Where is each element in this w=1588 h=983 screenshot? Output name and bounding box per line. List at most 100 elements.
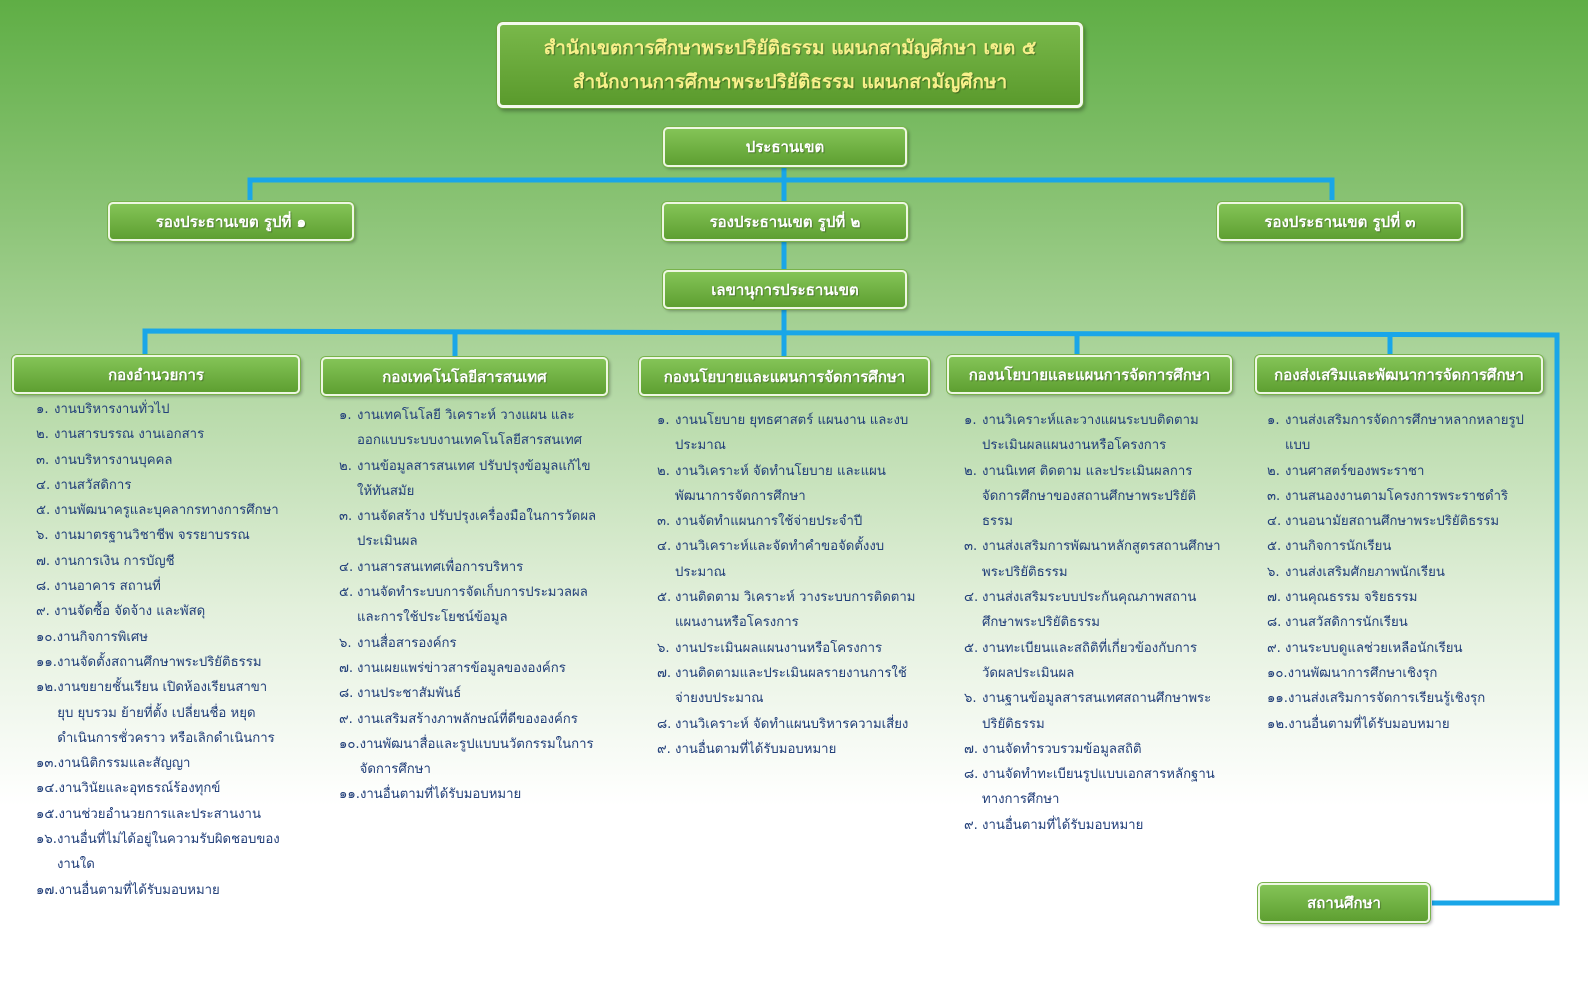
chair-box: ประธานเขต (663, 127, 907, 167)
item-text: งานจัดทำระบบการจัดเก็บการประมวลผลและการใ… (357, 585, 588, 626)
list-item: ๖.งานฐานข้อมูลสารสนเทศสถานศึกษาพระปริยัต… (964, 686, 1226, 737)
item-text: งานจัดตั้งสถานศึกษาพระปริยัติธรรม (56, 654, 262, 670)
item-text: งานอื่นที่ไม่ได้อยู่ในความรับผิดชอบของงา… (56, 832, 280, 873)
list-item: ๖.งานประเมินผลแผนงานหรือโครงการ (657, 636, 927, 661)
item-number: ๓. (657, 514, 671, 530)
list-item: ๘.งานอาคาร สถานที่ (36, 574, 286, 599)
item-number: ๑๑. (1267, 691, 1288, 707)
division-box-administration: กองอำนวยการ (12, 355, 300, 394)
division-list-promotion-development: ๑.งานส่งเสริมการจัดการศึกษาหลากหลายรูปแบ… (1267, 408, 1532, 737)
division-list-information-technology: ๑.งานเทคโนโลยี วิเคราะห์ วางแผน และออกแบ… (339, 403, 601, 808)
item-number: ๑๔. (36, 781, 59, 797)
connector-vice-bar (247, 177, 1335, 200)
list-item: ๓.งานจัดสร้าง ปรับปรุงเครื่องมือในการวัด… (339, 504, 601, 555)
vice-chair-2-box: รองประธานเขต รูปที่ ๒ (662, 202, 908, 241)
item-number: ๑๑. (339, 787, 360, 803)
list-item: ๑๕.งานช่วยอำนวยการและประสานงาน (36, 802, 286, 827)
item-text: งานสารสนเทศเพื่อการบริหาร (357, 559, 524, 575)
item-text: งานบริหารงานบุคคล (54, 452, 173, 468)
list-item: ๔.งานวิเคราะห์และจัดทำคำขอจัดตั้งงบประมา… (657, 534, 927, 585)
item-number: ๒. (1267, 463, 1280, 479)
item-number: ๑๒. (36, 680, 58, 696)
list-item: ๔.งานส่งเสริมระบบประกันคุณภาพสถานศึกษาพร… (964, 585, 1226, 636)
organization-title-line2: สำนักงานการศึกษาพระปริยัติธรรม แผนกสามัญ… (572, 71, 1008, 93)
item-number: ๔. (657, 539, 672, 555)
item-number: ๗. (964, 741, 979, 757)
item-number: ๒. (964, 463, 977, 479)
list-item: ๑๑.งานจัดตั้งสถานศึกษาพระปริยัติธรรม (36, 650, 286, 675)
list-item: ๒.งานสารบรรณ งานเอกสาร (36, 422, 286, 447)
list-item: ๑. งานบริหารงานทั่วไป (36, 397, 286, 422)
vice-chair-3-box: รองประธานเขต รูปที่ ๓ (1217, 202, 1463, 241)
item-text: งานวิเคราะห์และวางแผนระบบติดตามประเมินผล… (982, 413, 1199, 454)
item-text: งานจัดทำแผนการใช้จ่ายประจำปี (675, 514, 863, 530)
item-number: ๔. (964, 590, 979, 606)
list-item: ๑๐.งานกิจการพิเศษ (36, 625, 286, 650)
list-item: ๖.งานส่งเสริมศักยภาพนักเรียน (1267, 560, 1532, 585)
item-number: ๙. (964, 817, 978, 833)
item-text: งานอื่นตามที่ได้รับมอบหมาย (58, 882, 220, 898)
item-text: งานวิเคราะห์และจัดทำคำขอจัดตั้งงบประมาณ (675, 539, 885, 580)
item-number: ๘. (657, 716, 672, 732)
item-number: ๑๕. (36, 806, 59, 822)
item-text: งานอื่นตามที่ได้รับมอบหมาย (359, 787, 522, 803)
item-text: งานส่งเสริมการจัดการเรียนรู้เชิงรุก (1287, 691, 1486, 707)
item-number: ๑. (657, 413, 670, 428)
list-item: ๑๒.งานขยายชั้นเรียน เปิดห้องเรียนสาขา ยุ… (36, 675, 286, 751)
item-number: ๗. (339, 660, 354, 676)
item-text: งานติดตามและประเมินผลรายงานการใช้จ่ายงบป… (675, 665, 907, 707)
item-number: ๑๑. (36, 654, 57, 670)
list-item: ๕.งานจัดทำระบบการจัดเก็บการประมวลผลและกา… (339, 580, 601, 631)
item-number: ๓. (964, 539, 978, 555)
item-text: งานข้อมูลสารสนเทศ ปรับปรุงข้อมูลแก้ไขให้… (357, 458, 591, 499)
item-number: ๖. (964, 691, 977, 707)
item-number: ๕. (964, 640, 979, 656)
list-item: ๑๐.งานพัฒนาสื่อและรูปแบบนวัตกรรมในการจัด… (339, 732, 601, 783)
item-text: งานสนองงานตามโครงการพระราชดำริ (1285, 488, 1509, 504)
vice-chair-1-box: รองประธานเขต รูปที่ ๑ (108, 202, 354, 241)
item-number: ๑๓. (36, 756, 58, 772)
item-text: งานช่วยอำนวยการและประสานงาน (58, 806, 261, 822)
secretary-box: เลขานุการประธานเขต (663, 270, 907, 309)
item-number: ๑๐. (36, 629, 57, 645)
item-number: ๖. (339, 635, 352, 651)
list-item: ๕.งานติดตาม วิเคราะห์ วางระบบการติดตามแผ… (657, 585, 927, 636)
item-text: งานจัดสร้าง ปรับปรุงเครื่องมือในการวัดผล… (357, 509, 597, 550)
item-number: ๘. (339, 686, 354, 702)
item-text: งานจัดทำรวบรวมข้อมูลสถิติ (982, 741, 1142, 757)
item-number: ๕. (1267, 539, 1282, 555)
list-item: ๘.งานวิเคราะห์ จัดทำแผนบริหารความเสี่ยง (657, 712, 927, 737)
item-text: งานอื่นตามที่ได้รับมอบหมาย (675, 741, 837, 757)
list-item: ๘.งานสวัสดิการนักเรียน (1267, 610, 1532, 635)
item-text: งานพัฒนาสื่อและรูปแบบนวัตกรรมในการจัดการ… (359, 736, 594, 778)
list-item: ๒.งานศาสตร์ของพระราชา (1267, 459, 1532, 484)
item-text: งานส่งเสริมศักยภาพนักเรียน (1285, 564, 1445, 580)
list-item: ๔.งานสวัสดิการ (36, 473, 286, 498)
list-item: ๑.งานส่งเสริมการจัดการศึกษาหลากหลายรูปแบ… (1267, 408, 1532, 459)
item-text: งานติดตาม วิเคราะห์ วางระบบการติดตามแผนง… (675, 590, 916, 631)
list-item: ๙.งานจัดซื้อ จัดจ้าง และพัสดุ (36, 599, 286, 624)
list-item: ๕.งานทะเบียนและสถิติที่เกี่ยวข้องกับการว… (964, 636, 1226, 687)
item-text: งานสารบรรณ งานเอกสาร (54, 427, 205, 443)
list-item: ๔.งานอนามัยสถานศึกษาพระปริยัติธรรม (1267, 509, 1532, 534)
item-text: งานอื่นตามที่ได้รับมอบหมาย (982, 817, 1144, 833)
list-item: ๑๗.งานอื่นตามที่ได้รับมอบหมาย (36, 878, 286, 903)
list-item: ๓.งานสนองงานตามโครงการพระราชดำริ (1267, 484, 1532, 509)
item-text: งานเสริมสร้างภาพลักษณ์ที่ดีขององค์กร (357, 711, 578, 727)
item-text: งานสวัสดิการนักเรียน (1285, 615, 1408, 631)
item-text: งานกิจการพิเศษ (56, 629, 148, 645)
item-number: ๕. (657, 590, 672, 606)
item-number: ๗. (1267, 590, 1282, 606)
item-number: ๑๒. (1267, 716, 1289, 732)
item-text: งานอนามัยสถานศึกษาพระปริยัติธรรม (1285, 514, 1500, 530)
item-number: ๘. (1267, 615, 1282, 631)
list-item: ๗.งานจัดทำรวบรวมข้อมูลสถิติ (964, 737, 1226, 762)
item-text: งานการเงิน การบัญชี (54, 553, 175, 569)
item-text: งานนโยบาย ยุทธศาสตร์ แผนงาน และงบประมาณ (675, 413, 909, 454)
list-item: ๙.งานเสริมสร้างภาพลักษณ์ที่ดีขององค์กร (339, 707, 601, 732)
item-text: งานบริหารงานทั่วไป (54, 402, 170, 417)
item-text: งานขยายชั้นเรียน เปิดห้องเรียนสาขา ยุบ ย… (57, 680, 275, 746)
item-text: งานเผยแพร่ข่าวสารข้อมูลขององค์กร (357, 660, 566, 676)
list-item: ๓.งานบริหารงานบุคคล (36, 448, 286, 473)
item-number: ๑. (36, 402, 49, 417)
